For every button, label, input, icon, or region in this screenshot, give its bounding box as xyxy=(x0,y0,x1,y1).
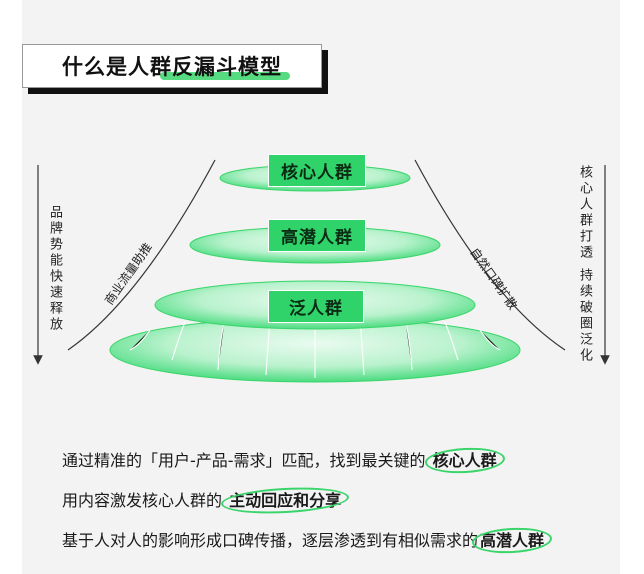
level-high-potential: 高潜人群 xyxy=(268,219,366,252)
desc-line-2: 用内容激发核心人群的 主动回应和分享 xyxy=(62,491,342,510)
title-highlight xyxy=(160,72,290,80)
highlight-core: 核心人群 xyxy=(432,451,497,470)
highlight-share: 主动回应和分享 xyxy=(229,491,342,510)
title-box: 什么是人群反漏斗模型 xyxy=(22,44,322,88)
right-vertical-text: 核心人群打透 持续破圈泛化 xyxy=(577,165,592,365)
highlight-potential: 高潜人群 xyxy=(480,531,545,550)
desc-line-1: 通过精准的「用户-产品-需求」匹配，找到最关键的 核心人群 xyxy=(62,451,497,470)
left-vertical-text: 品牌势能快速释放 xyxy=(47,205,62,333)
right-curve xyxy=(414,159,566,351)
page-title: 什么是人群反漏斗模型 xyxy=(62,55,282,79)
left-curve xyxy=(67,159,216,351)
level-core: 核心人群 xyxy=(268,154,366,187)
desc-line-3: 基于人对人的影响形成口碑传播，逐层渗透到有相似需求的高潜人群 xyxy=(62,531,545,550)
level-broad: 泛人群 xyxy=(268,290,364,323)
